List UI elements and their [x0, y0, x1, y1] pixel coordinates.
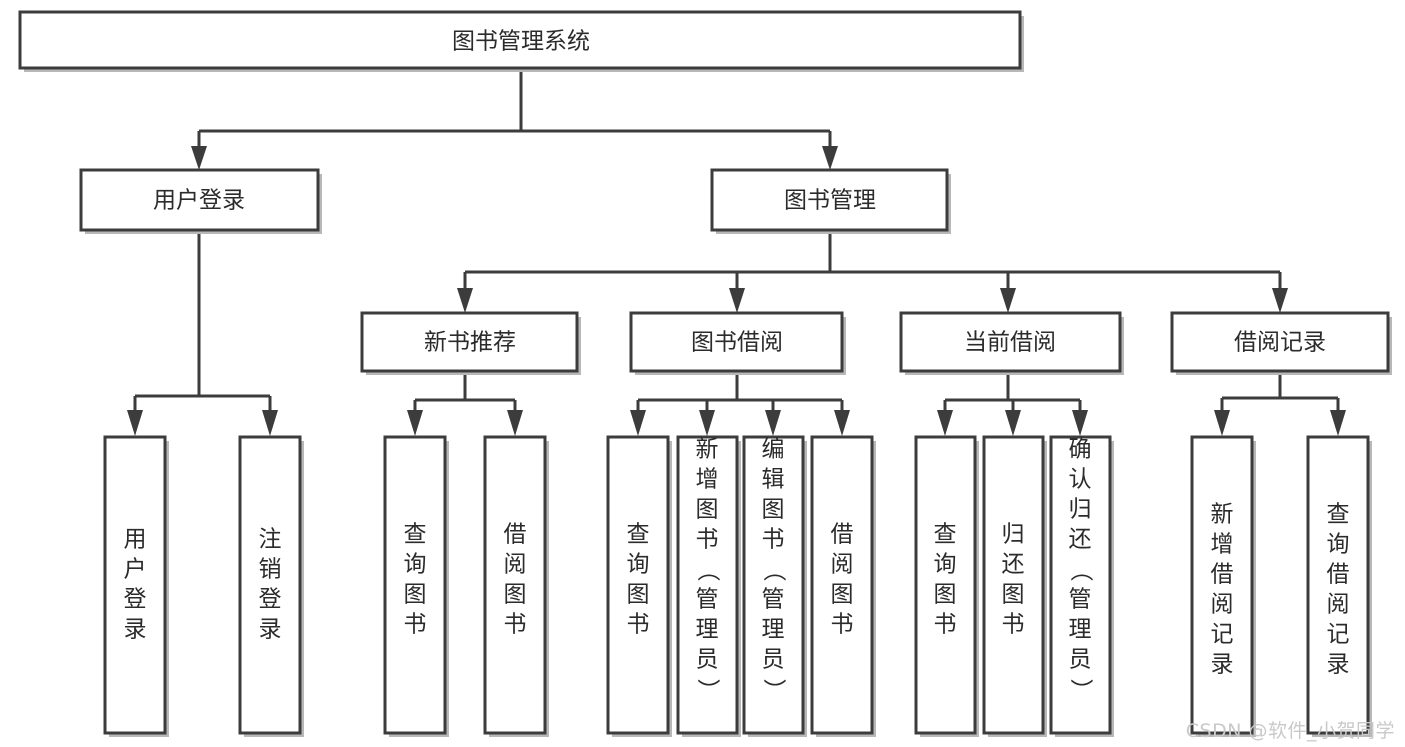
- node-borrow-record-box: [1170, 311, 1390, 373]
- node-leaf-return-book-label: 归还图书: [1002, 522, 1025, 638]
- watermark-label: CSDN @软件_小贺同学: [1185, 720, 1395, 742]
- node-new-book-recommend-label: 新书推荐: [424, 330, 516, 356]
- node-leaf-user-login[interactable]: 用户登录: [103, 435, 169, 737]
- arrow-to-leaf-query-book-3: [937, 410, 953, 436]
- node-leaf-query-book-1-label: 查询图书: [404, 522, 427, 638]
- node-leaf-user-login-box: [103, 435, 167, 735]
- node-book-manage-box: [710, 168, 949, 232]
- node-leaf-add-record[interactable]: 新增借阅记录: [1190, 435, 1256, 737]
- arrow-to-leaf-edit-book: [765, 410, 781, 436]
- node-leaf-borrow-book-2-label: 借阅图书: [831, 522, 854, 638]
- svg-text:）: ）: [695, 679, 721, 702]
- edge-group: [127, 70, 1346, 436]
- node-leaf-confirm-return[interactable]: 确认归还管理员 （ ）: [1049, 435, 1114, 738]
- node-leaf-borrow-book-1-box: [483, 435, 547, 735]
- node-root[interactable]: 图书管理系统: [18, 10, 1024, 72]
- node-leaf-query-book-2-box: [606, 435, 670, 735]
- node-leaf-query-record-box: [1306, 435, 1370, 735]
- arrow-to-book-borrow: [729, 288, 745, 313]
- arrow-to-borrow-record: [1272, 288, 1288, 313]
- node-borrow-record[interactable]: 借阅记录: [1170, 311, 1392, 375]
- arrow-to-leaf-borrow-book-2: [834, 410, 850, 436]
- node-book-borrow-box: [629, 311, 844, 373]
- arrow-to-leaf-add-book: [699, 410, 715, 436]
- svg-text:）: ）: [761, 679, 787, 702]
- arrow-to-leaf-query-book-1: [407, 410, 423, 436]
- arrow-to-current-borrow: [1000, 288, 1016, 313]
- node-leaf-add-book-box: [676, 435, 739, 735]
- arrow-to-leaf-user-logout: [262, 410, 278, 436]
- node-book-manage-label: 图书管理: [784, 188, 876, 214]
- svg-text:）: ）: [1068, 679, 1094, 702]
- node-leaf-confirm-return-box: [1049, 435, 1112, 735]
- node-leaf-borrow-book-2-box: [810, 435, 874, 735]
- node-book-borrow-label: 图书借阅: [691, 330, 783, 356]
- arrow-to-leaf-query-record: [1330, 410, 1346, 436]
- node-leaf-edit-book-box: [742, 435, 805, 735]
- node-user-login-label: 用户登录: [153, 188, 245, 214]
- node-book-borrow[interactable]: 图书借阅: [629, 311, 846, 375]
- node-leaf-borrow-book-1[interactable]: 借阅图书: [483, 435, 549, 737]
- node-leaf-user-logout-box: [238, 435, 302, 735]
- arrow-to-book-manage: [822, 146, 838, 170]
- arrow-to-leaf-confirm-return: [1072, 410, 1088, 436]
- node-leaf-query-book-3-label: 查询图书: [934, 522, 957, 638]
- arrow-to-leaf-user-login: [127, 410, 143, 436]
- node-leaf-add-record-box: [1190, 435, 1254, 735]
- node-borrow-record-label: 借阅记录: [1234, 330, 1326, 356]
- node-leaf-query-book-1[interactable]: 查询图书: [383, 435, 449, 737]
- node-leaf-query-record-label: 查询借阅记录: [1327, 502, 1350, 678]
- node-leaf-add-book[interactable]: 新增图书管理员 （ ）: [676, 435, 741, 738]
- node-leaf-query-book-3-box: [914, 435, 977, 735]
- arrow-to-leaf-borrow-book-1: [507, 410, 523, 436]
- node-leaf-user-login-label: 用户登录: [124, 527, 147, 643]
- node-current-borrow-box: [899, 311, 1122, 373]
- node-user-login-box: [79, 168, 320, 232]
- node-leaf-edit-book[interactable]: 编辑图书管理员 （ ）: [742, 435, 807, 738]
- node-leaf-query-book-1-box: [383, 435, 447, 735]
- node-leaf-add-book-label: 新增图书管理员: [696, 437, 719, 673]
- node-leaf-return-book[interactable]: 归还图书: [982, 435, 1047, 737]
- arrow-to-leaf-query-book-2: [630, 410, 646, 436]
- arrow-to-leaf-add-record: [1214, 410, 1230, 436]
- node-leaf-return-book-box: [982, 435, 1045, 735]
- node-leaf-query-book-2[interactable]: 查询图书: [606, 435, 672, 737]
- node-leaf-confirm-return-label: 确认归还管理员: [1069, 437, 1092, 673]
- node-leaf-edit-book-label: 编辑图书管理员: [762, 437, 785, 673]
- svg-text:（: （: [1068, 559, 1094, 582]
- node-book-manage[interactable]: 图书管理: [710, 168, 951, 234]
- node-leaf-borrow-book-1-label: 借阅图书: [504, 522, 527, 638]
- node-current-borrow-label: 当前借阅: [964, 330, 1056, 356]
- node-leaf-query-book-3[interactable]: 查询图书: [914, 435, 979, 737]
- arrow-to-user-login: [191, 146, 207, 170]
- node-current-borrow[interactable]: 当前借阅: [899, 311, 1124, 375]
- node-new-book-recommend[interactable]: 新书推荐: [360, 311, 581, 375]
- svg-text:（: （: [695, 559, 721, 582]
- node-leaf-borrow-book-2[interactable]: 借阅图书: [810, 435, 876, 737]
- node-leaf-add-record-label: 新增借阅记录: [1211, 502, 1234, 678]
- arrow-to-new-book-recommend: [457, 288, 473, 313]
- arrow-to-leaf-return-book: [1005, 410, 1021, 436]
- node-leaf-query-record[interactable]: 查询借阅记录: [1306, 435, 1372, 737]
- node-user-login[interactable]: 用户登录: [79, 168, 322, 234]
- svg-text:（: （: [761, 559, 787, 582]
- node-root-box: [18, 10, 1022, 70]
- node-leaf-user-logout-label: 注销登录: [259, 527, 282, 643]
- node-leaf-query-book-2-label: 查询图书: [627, 522, 650, 638]
- node-root-label: 图书管理系统: [452, 29, 590, 55]
- node-new-book-recommend-box: [360, 311, 579, 373]
- node-leaf-user-logout[interactable]: 注销登录: [238, 435, 304, 737]
